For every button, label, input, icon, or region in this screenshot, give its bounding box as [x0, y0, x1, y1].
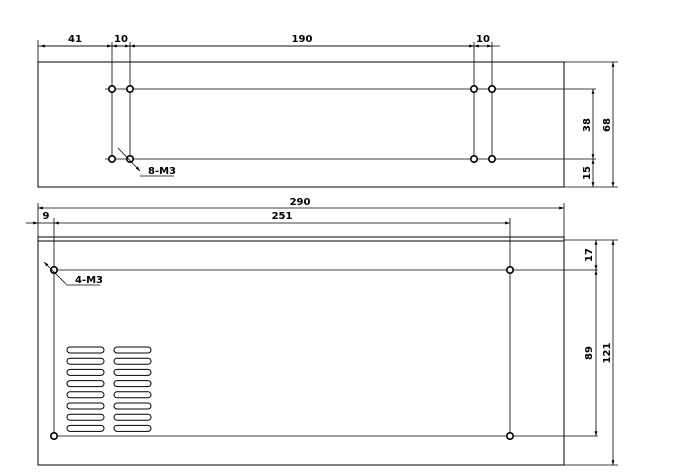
- front-hole: [505, 265, 514, 274]
- top-hole: [469, 155, 478, 164]
- hole-callout-8m3: 8-M3: [148, 166, 176, 177]
- top-hole: [487, 155, 496, 164]
- front-view: 290 9 251 17 89 121 4-M3: [26, 197, 618, 466]
- dim-label-10-left: 10: [114, 34, 128, 45]
- top-hole: [108, 155, 117, 164]
- top-hole: [126, 85, 135, 94]
- dim-label-17: 17: [584, 248, 595, 262]
- vent-slot: [66, 424, 105, 432]
- vent-slot: [66, 346, 105, 354]
- vent-slot: [66, 368, 105, 376]
- top-view-body: [37, 61, 565, 188]
- dim-label-68: 68: [602, 118, 613, 132]
- dim-label-9: 9: [43, 211, 50, 222]
- vent-slot: [66, 357, 105, 365]
- vent-slot: [66, 413, 105, 421]
- vent-slot: [113, 368, 152, 376]
- dim-label-290: 290: [290, 197, 311, 208]
- vent-slot: [66, 380, 105, 388]
- dim-label-10-right: 10: [476, 34, 490, 45]
- vent-slot: [113, 424, 152, 432]
- vent-slot: [113, 357, 152, 365]
- front-view-body: [37, 236, 565, 466]
- dim-label-41: 41: [68, 34, 82, 45]
- vent-slot: [113, 402, 152, 410]
- top-hole: [108, 85, 117, 94]
- dim-label-38: 38: [582, 118, 593, 132]
- vent-slots: [66, 346, 152, 432]
- vent-slot: [113, 413, 152, 421]
- top-hole: [126, 155, 135, 164]
- vent-slot: [66, 402, 105, 410]
- front-hole: [49, 265, 58, 274]
- callout-leader-4m3: [43, 261, 67, 285]
- vent-slot: [113, 346, 152, 354]
- dim-label-190: 190: [292, 34, 313, 45]
- front-hole: [49, 431, 58, 440]
- hole-callout-4m3: 4-M3: [75, 275, 103, 286]
- dim-label-121: 121: [602, 343, 613, 364]
- front-hole: [505, 431, 514, 440]
- callout-leader-8m3: [117, 147, 141, 172]
- top-hole: [487, 85, 496, 94]
- vent-slot: [66, 391, 105, 399]
- top-view: 41 10 190 10 68 38 15 8-M3: [37, 34, 618, 188]
- dim-label-89: 89: [584, 346, 595, 360]
- top-hole: [469, 85, 478, 94]
- vent-slot: [113, 380, 152, 388]
- dim-label-251: 251: [272, 211, 293, 222]
- vent-slot: [113, 391, 152, 399]
- dim-label-15: 15: [582, 166, 593, 180]
